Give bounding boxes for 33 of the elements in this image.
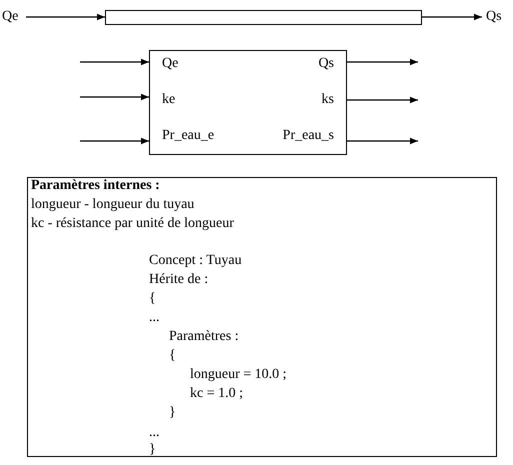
- parameter-description: kc - résistance par unité de longueur: [31, 216, 234, 232]
- arrow: [347, 58, 418, 66]
- arrow: [347, 138, 418, 144]
- code-line: }: [149, 442, 156, 458]
- parameter-description: longueur - longueur du tuyau: [31, 197, 194, 213]
- block-box: [149, 50, 347, 155]
- arrow: [80, 58, 149, 66]
- panel-heading: Paramètres internes :: [31, 178, 160, 194]
- arrow: [80, 138, 149, 144]
- code-line: Concept : Tuyau: [149, 253, 242, 269]
- code-line: longueur = 10.0 ;: [190, 367, 287, 383]
- port-label: Pr_eau_s: [282, 128, 334, 144]
- code-line: {: [169, 348, 176, 364]
- port-label: Pr_eau_e: [162, 128, 214, 144]
- code-line: ...: [149, 310, 160, 326]
- port-label: ks: [322, 92, 334, 108]
- code-line: Paramètres :: [169, 329, 239, 345]
- arrow: [422, 14, 482, 20]
- code-line: kc = 1.0 ;: [190, 386, 243, 402]
- arrow: [80, 94, 149, 100]
- port-label: Qe: [162, 56, 178, 72]
- arrow: [26, 14, 105, 20]
- code-line: {: [149, 291, 156, 307]
- pipe-bar: [105, 10, 422, 25]
- port-label: ke: [162, 92, 176, 108]
- port-label: Qe: [2, 8, 24, 26]
- code-line: }: [169, 405, 176, 421]
- code-line: ...: [149, 425, 160, 441]
- code-line: Hérite de :: [149, 272, 208, 288]
- arrow: [347, 96, 418, 104]
- port-label: Qs: [486, 8, 510, 26]
- port-label: Qs: [318, 56, 334, 72]
- parameter-panel: [27, 177, 497, 457]
